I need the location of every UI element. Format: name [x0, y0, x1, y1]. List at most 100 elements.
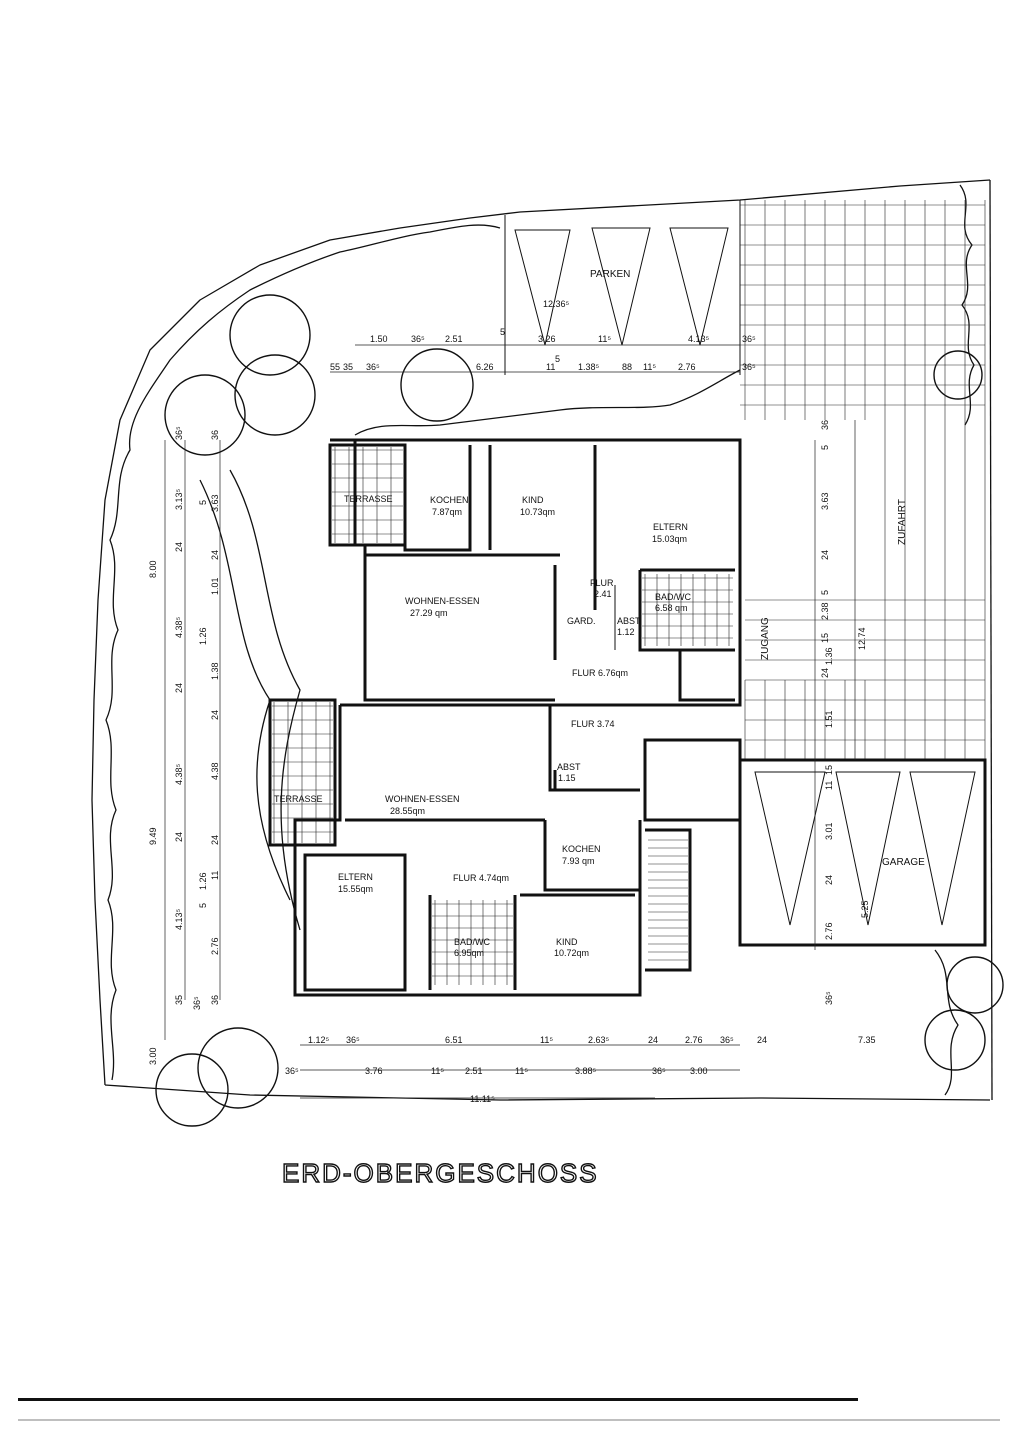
dim-left-inner-7: 24	[210, 710, 220, 720]
dim-right-8: 1.36	[824, 647, 834, 665]
dim-left-mid-3: 4.38⁵	[174, 616, 184, 638]
room-kochen-upper-area: 7.87qm	[432, 507, 462, 517]
dimensions-bottom: 1.12⁵ 36⁵ 6.51 11⁵ 2.63⁵ 24 2.76 36⁵ 24 …	[285, 1035, 876, 1104]
dim-left-inner-4: 1.01	[210, 577, 220, 595]
dim-right-16: 12.74	[857, 627, 867, 650]
dim-right-6: 15	[820, 633, 830, 643]
room-abst-upper-name: ABST	[617, 616, 641, 626]
dim-left-outer-0: 8.00	[148, 560, 158, 578]
dim-top-row1-1: 36⁵	[411, 334, 425, 344]
area-labels: PARKEN ZUFAHRT ZUGANG GARAGE TERRASSE TE…	[274, 269, 925, 868]
room-kind-upper-area: 10.73qm	[520, 507, 555, 517]
dim-bottom-row1-4: 2.63⁵	[588, 1035, 610, 1045]
dim-bottom-row1-2: 6.51	[445, 1035, 463, 1045]
room-bad-lower-area: 6.95qm	[454, 948, 484, 958]
dim-right-13: 24	[824, 875, 834, 885]
label-terrasse-top: TERRASSE	[344, 494, 393, 504]
room-wohnen-lower-name: WOHNEN-ESSEN	[385, 794, 460, 804]
dim-right-17: 5.25	[860, 900, 870, 918]
room-wohnen-upper-area: 27.29 qm	[410, 608, 448, 618]
dim-left-mid-7: 4.13⁵	[174, 908, 184, 930]
building	[268, 438, 987, 997]
dim-left-mid-6: 24	[174, 832, 184, 842]
dim-left-inner-1: 5	[198, 500, 208, 505]
dim-top-row2-2: 36⁵	[366, 362, 380, 372]
dim-left-inner-3: 24	[210, 550, 220, 560]
room-abst-upper-area: 1.12	[617, 627, 635, 637]
dim-top-row2-6: 1.38⁵	[578, 362, 600, 372]
tree-1	[229, 294, 311, 376]
dim-top-row2-8: 11⁵	[643, 362, 656, 372]
room-flur-top-lower: FLUR 3.74	[571, 719, 615, 729]
dim-right-15: 36⁵	[824, 991, 834, 1005]
dimensions-right: 36 5 3.63 24 5 2.38 15 24 1.36 1.51 15 1…	[820, 420, 870, 1005]
tree-3	[164, 374, 246, 456]
dim-left-inner-2: 3.63	[210, 494, 220, 512]
tree-4	[400, 348, 474, 422]
room-abst-lower-area: 1.15	[558, 773, 576, 783]
dim-top-row1-6: 4.13⁵	[688, 334, 710, 344]
driveway-grid	[272, 200, 986, 985]
dim-left-inner-5: 1.26	[198, 627, 208, 645]
dim-bottom-row1-8: 24	[757, 1035, 767, 1045]
tree-7	[924, 1009, 986, 1071]
dim-left-mid-2: 24	[174, 542, 184, 552]
room-wohnen-upper-name: WOHNEN-ESSEN	[405, 596, 480, 606]
dim-left-outer-2: 3.00	[148, 1047, 158, 1065]
lower-unit-labels: FLUR 3.74 ABST 1.15 WOHNEN-ESSEN 28.55qm…	[338, 719, 615, 958]
dimensions-left: 8.00 9.49 3.00 36⁵ 3.13⁵ 24 4.38⁵ 24 4.3…	[148, 426, 220, 1065]
tree-8	[197, 1027, 279, 1109]
dim-left-mid-5: 4.38⁵	[174, 763, 184, 785]
dim-bottom-row2-6: 36⁵	[652, 1066, 666, 1076]
dim-top-row1-4: 3.26	[538, 334, 556, 344]
dim-bottom-row2-4: 11⁵	[515, 1066, 528, 1076]
dim-left-inner-0: 36	[210, 430, 220, 440]
room-bad-lower-name: BAD/WC	[454, 937, 491, 947]
dim-bottom-row1-3: 11⁵	[540, 1035, 553, 1045]
room-gard-upper: GARD.	[567, 616, 596, 626]
dim-bottom-row2-1: 3.76	[365, 1066, 383, 1076]
tree-9	[155, 1053, 229, 1127]
room-bad-upper-area: 6.58 qm	[655, 603, 688, 613]
label-parken: PARKEN	[590, 269, 630, 280]
dim-top-row1-5: 11⁵	[598, 334, 611, 344]
dimensions-top: 12.36⁵ 1.50 36⁵ 2.51 5 3.26 11⁵ 4.13⁵ 36…	[330, 299, 756, 372]
plan-title: ERD-OBERGESCHOSS	[282, 1158, 599, 1188]
dim-left-mid-9: 36⁵	[192, 996, 202, 1010]
dim-top-row2-0: 55	[330, 362, 340, 372]
label-garage: GARAGE	[882, 857, 925, 868]
room-eltern-upper-area: 15.03qm	[652, 534, 687, 544]
dim-left-mid-0: 36⁵	[174, 426, 184, 440]
dim-top-row2-10: 36⁵	[742, 362, 756, 372]
dim-left-outer-1: 9.49	[148, 827, 158, 845]
label-zugang: ZUGANG	[760, 617, 771, 660]
dim-left-mid-4: 24	[174, 683, 184, 693]
label-terrasse-bottom: TERRASSE	[274, 794, 323, 804]
room-kochen-lower-name: KOCHEN	[562, 844, 601, 854]
dim-top-row2-1: 35	[343, 362, 353, 372]
parking-area	[504, 200, 741, 375]
dim-left-inner-10: 11	[210, 871, 220, 880]
trees	[155, 294, 1004, 1127]
dim-right-7: 24	[820, 668, 830, 678]
dim-bottom-row1-5: 24	[648, 1035, 658, 1045]
dim-top-row2-4: 5	[555, 354, 560, 364]
dim-bottom-row1-0: 1.12⁵	[308, 1035, 330, 1045]
room-flur-small-name: FLUR	[590, 578, 614, 588]
dim-top-total: 12.36⁵	[543, 299, 570, 309]
room-eltern-lower-area: 15.55qm	[338, 884, 373, 894]
dim-left-inner-11: 1.26	[198, 872, 208, 890]
dim-top-row1-2: 2.51	[445, 334, 463, 344]
dim-right-14: 2.76	[824, 922, 834, 940]
dim-right-1: 5	[820, 445, 830, 450]
dim-bottom-row1-9: 7.35	[858, 1035, 876, 1045]
dim-bottom-row2-7: 3.00	[690, 1066, 708, 1076]
dim-left-inner-9: 24	[210, 835, 220, 845]
dim-right-2: 3.63	[820, 492, 830, 510]
dim-top-row1-0: 1.50	[370, 334, 388, 344]
dim-right-11: 11	[824, 781, 834, 790]
dimension-lines	[164, 344, 856, 1099]
dim-left-inner-13: 2.76	[210, 937, 220, 955]
dim-right-3: 24	[820, 550, 830, 560]
